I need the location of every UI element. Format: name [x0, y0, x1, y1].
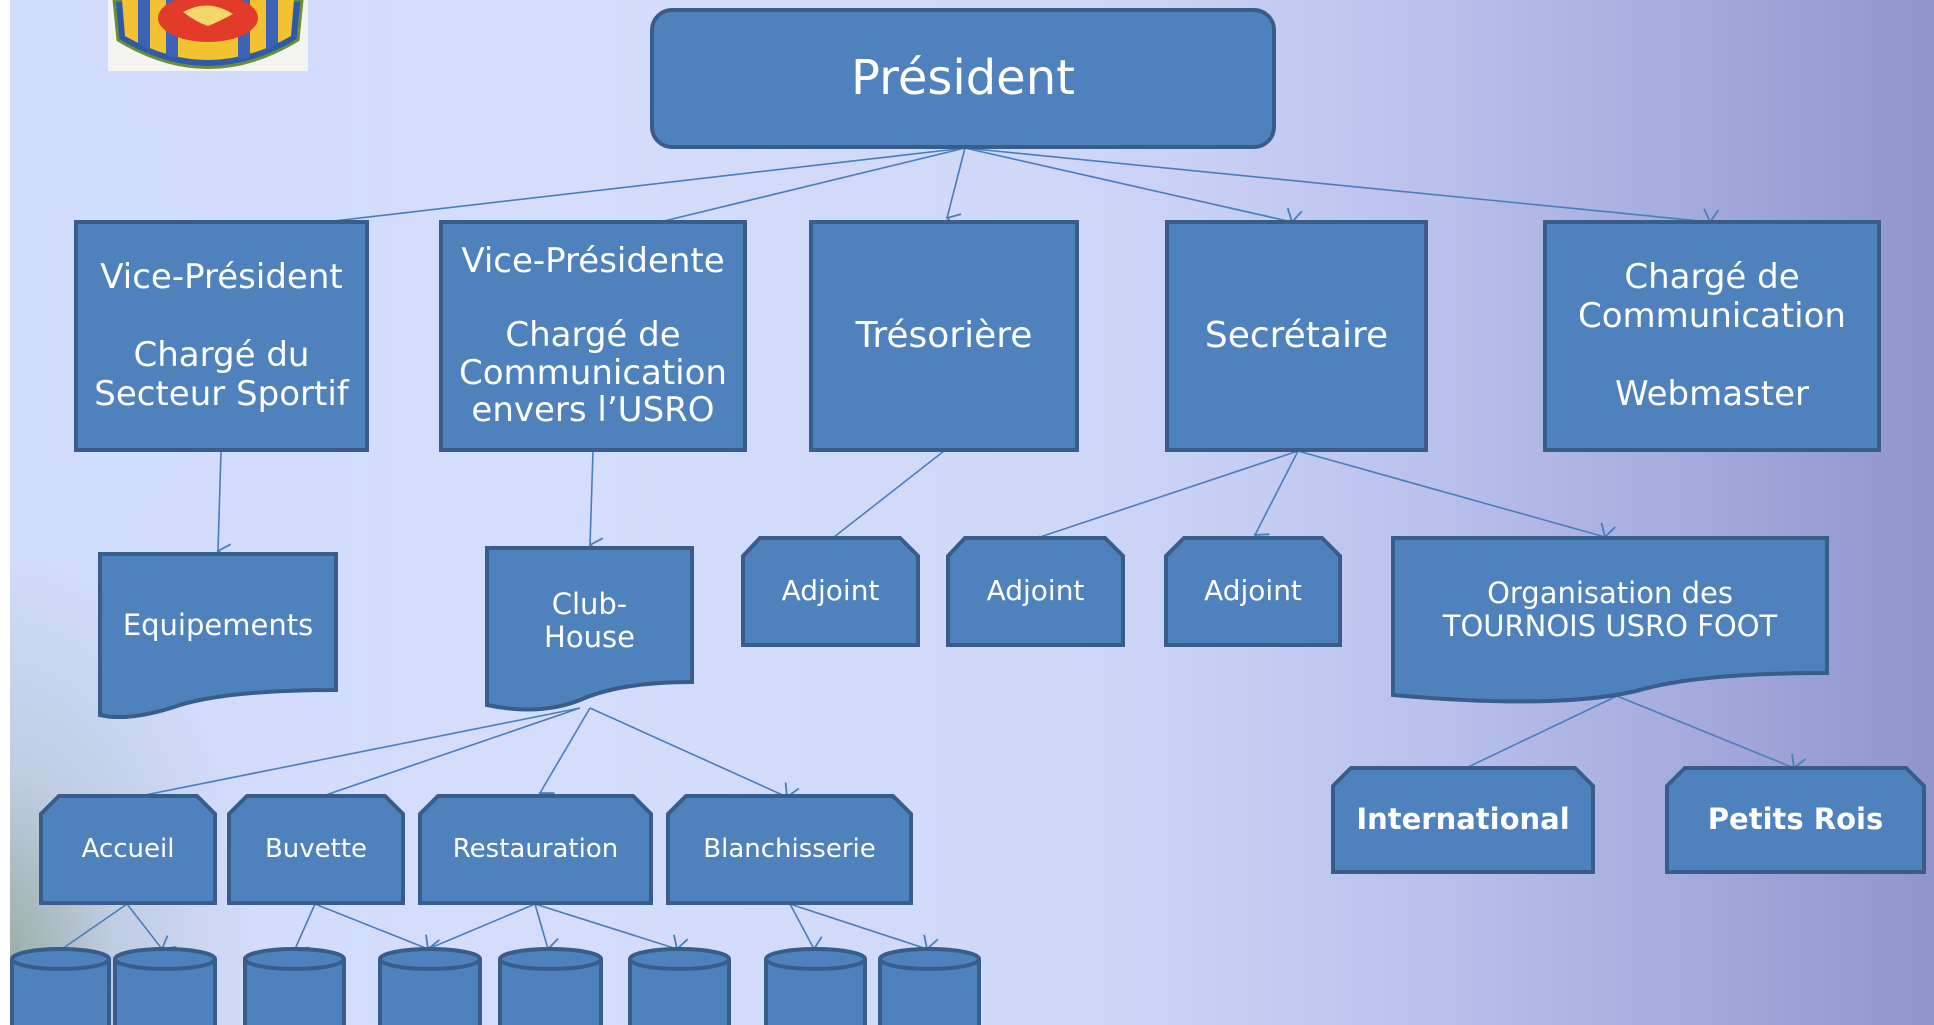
president-box — [650, 8, 1276, 149]
club-house-box — [485, 546, 694, 712]
connector-blanchisserie-cyl-1 — [789, 903, 814, 949]
cylinder-storage-icon — [498, 947, 603, 1025]
petits-rois-box — [1665, 766, 1926, 874]
connector-buvette-cyl-1 — [295, 903, 316, 949]
connector-president-vp2 — [660, 147, 966, 222]
restauration-box — [418, 794, 653, 905]
connector-president-vp1 — [325, 147, 966, 222]
connector-lines — [62, 147, 1794, 949]
connector-secretaire-adjoint-2 — [1255, 450, 1299, 535]
connector-clubhouse-restauration — [540, 707, 591, 793]
club-crest-logo — [108, 0, 308, 71]
slide-left-edge — [0, 0, 10, 1025]
cylinder-storage-icon — [764, 947, 867, 1025]
connector-clubhouse-buvette — [320, 707, 581, 797]
crest-icon — [112, 0, 304, 69]
buvette-box — [227, 794, 405, 905]
cylinder-storage-icon — [243, 947, 346, 1025]
connector-secretaire-adjoint-1 — [1040, 450, 1299, 537]
accueil-box — [39, 794, 217, 905]
cylinder-storage-icon — [378, 947, 482, 1025]
connector-tournois-petits-rois — [1616, 695, 1794, 768]
adjoint-box-2 — [946, 536, 1125, 647]
connector-vp1-equipements — [218, 450, 221, 551]
vice-president-box — [74, 220, 369, 452]
tresoriere-box — [809, 220, 1079, 452]
connector-buvette-cyl-2 — [314, 903, 428, 949]
connector-secretaire-tournois — [1297, 450, 1605, 537]
cylinder-storage-icon — [10, 947, 111, 1025]
tournois-box — [1391, 536, 1829, 704]
connector-restauration-cyl-1 — [428, 903, 536, 949]
vice-presidente-box — [439, 220, 747, 452]
connector-restauration-cyl-2 — [534, 903, 548, 949]
cylinder-storage-icon — [628, 947, 731, 1025]
connector-clubhouse-accueil — [135, 707, 581, 797]
connector-accueil-cyl-2 — [126, 903, 162, 949]
communication-box — [1543, 220, 1881, 452]
cylinder-storage-icon — [113, 947, 217, 1025]
connector-vp2-clubhouse — [590, 450, 593, 545]
chart-shapes — [39, 8, 1926, 905]
connector-president-tresoriere — [947, 147, 966, 218]
equipements-box — [98, 552, 338, 720]
secretaire-box — [1165, 220, 1428, 452]
connector-clubhouse-blanchisserie — [589, 707, 787, 797]
connector-blanchisserie-cyl-2 — [789, 903, 927, 949]
blanchisserie-box — [666, 794, 913, 905]
connector-president-communication — [964, 147, 1710, 222]
adjoint-box-1 — [741, 536, 920, 647]
international-box — [1331, 766, 1595, 874]
connector-restauration-cyl-3 — [534, 903, 677, 949]
connector-president-secretaire — [964, 147, 1292, 222]
connector-tournois-international — [1466, 695, 1618, 768]
connector-accueil-cyl-1 — [62, 903, 128, 949]
cylinder-storage-icon — [878, 947, 981, 1025]
storage-cylinders — [10, 947, 981, 1025]
adjoint-box-3 — [1164, 536, 1342, 647]
connector-tresoriere-adjoint — [834, 450, 945, 537]
